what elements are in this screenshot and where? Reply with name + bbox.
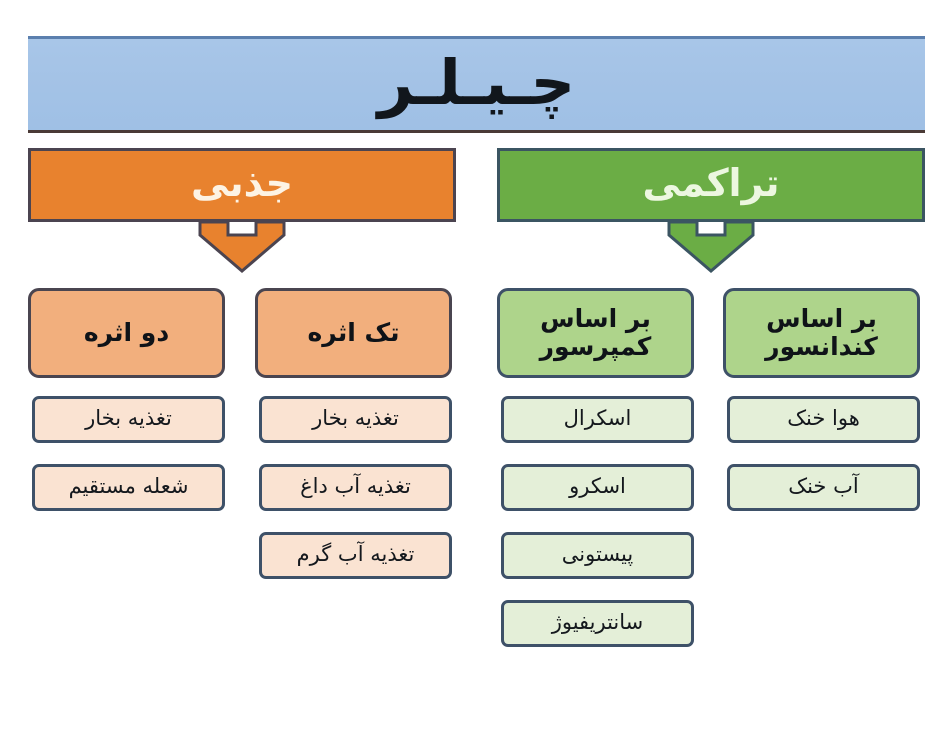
list-item-label: اسکرال: [563, 406, 632, 430]
list-item[interactable]: تغذیه بخار: [259, 396, 452, 443]
list-item-label: سانتریفیوژ: [551, 610, 644, 634]
list-item[interactable]: تغذیه آب داغ: [259, 464, 452, 511]
list-item-label: آب خنک: [788, 474, 859, 498]
subcategory-by-compressor-label: بر اساس کمپرسور: [539, 304, 652, 361]
list-item[interactable]: تغذیه بخار: [32, 396, 225, 443]
list-item-label: تغذیه بخار: [312, 406, 399, 430]
branch-compression-header[interactable]: تراکمی: [497, 148, 925, 222]
subcategory-double-effect-label: دو اثره: [83, 318, 170, 347]
list-item[interactable]: اسکرال: [501, 396, 694, 443]
subcategory-by-condenser-label: بر اساس کندانسور: [765, 304, 878, 361]
branch-compression-label: تراکمی: [642, 161, 780, 205]
list-item-label: شعله مستقیم: [68, 474, 189, 498]
leaf-list-double-effect: تغذیه بخار شعله مستقیم: [28, 396, 225, 511]
subcategory-by-compressor[interactable]: بر اساس کمپرسور: [497, 288, 694, 378]
list-item[interactable]: شعله مستقیم: [32, 464, 225, 511]
list-item[interactable]: تغذیه آب گرم: [259, 532, 452, 579]
down-arrow-icon: [198, 220, 286, 273]
list-item[interactable]: هوا خنک: [727, 396, 920, 443]
subcategory-single-effect[interactable]: تک اثره: [255, 288, 452, 378]
list-item[interactable]: آب خنک: [727, 464, 920, 511]
subcategory-double-effect[interactable]: دو اثره: [28, 288, 225, 378]
branch-compression: تراکمی: [497, 148, 925, 273]
list-item-label: اسکرو: [569, 474, 626, 498]
branch-absorption-header[interactable]: جذبی: [28, 148, 456, 222]
leaf-list-by-condenser: هوا خنک آب خنک: [723, 396, 920, 511]
column-single-effect: تک اثره تغذیه بخار تغذیه آب داغ تغذیه آب…: [255, 288, 452, 579]
branch-absorption: جذبی: [28, 148, 456, 273]
list-item-label: پیستونی: [561, 542, 634, 566]
branch-absorption-label: جذبی: [190, 161, 294, 205]
column-by-condenser: بر اساس کندانسور هوا خنک آب خنک: [723, 288, 920, 511]
column-by-compressor: بر اساس کمپرسور اسکرال اسکرو پیستونی سان…: [497, 288, 694, 647]
list-item-label: تغذیه آب گرم: [296, 542, 415, 566]
list-item-label: تغذیه آب داغ: [300, 474, 411, 498]
list-item-label: تغذیه بخار: [85, 406, 172, 430]
list-item-label: هوا خنک: [787, 406, 860, 430]
list-item[interactable]: اسکرو: [501, 464, 694, 511]
list-item[interactable]: پیستونی: [501, 532, 694, 579]
diagram-title-bar: چـیـلـر: [28, 36, 925, 133]
page-title: چـیـلـر: [377, 45, 576, 119]
leaf-list-by-compressor: اسکرال اسکرو پیستونی سانتریفیوژ: [497, 396, 694, 647]
leaf-list-single-effect: تغذیه بخار تغذیه آب داغ تغذیه آب گرم: [255, 396, 452, 579]
down-arrow-icon: [667, 220, 755, 273]
list-item[interactable]: سانتریفیوژ: [501, 600, 694, 647]
subcategory-single-effect-label: تک اثره: [307, 318, 400, 347]
subcategory-by-condenser[interactable]: بر اساس کندانسور: [723, 288, 920, 378]
column-double-effect: دو اثره تغذیه بخار شعله مستقیم: [28, 288, 225, 511]
